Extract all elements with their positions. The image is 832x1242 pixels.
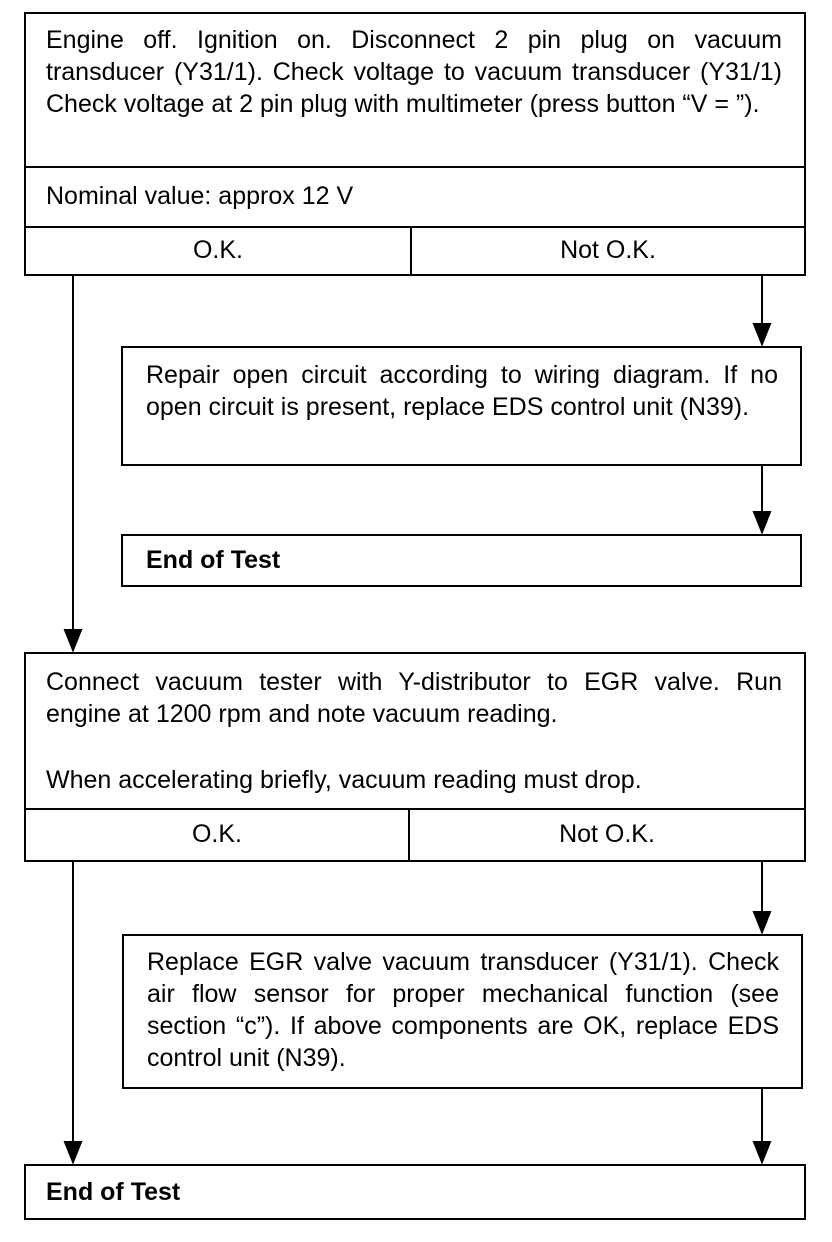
- end-of-test-label-2: End of Test: [46, 1178, 181, 1206]
- end-of-test-box-1: [121, 534, 802, 587]
- arrowhead-down: [63, 1141, 83, 1165]
- ok-label-1: O.K.: [192, 236, 243, 264]
- test-step-1-box: [24, 12, 806, 276]
- arrowhead-down: [752, 1141, 772, 1165]
- divider: [408, 808, 410, 862]
- nominal-value: Nominal value: approx 12 V: [46, 182, 354, 210]
- test-step-2-box: [24, 652, 806, 862]
- repair-box-2: [122, 934, 803, 1089]
- divider: [24, 166, 806, 168]
- repair-box-1: [121, 346, 802, 466]
- repair-instruction-2: Replace EGR valve vacuum transducer (Y31…: [147, 948, 779, 1072]
- divider: [24, 226, 806, 228]
- divider: [24, 808, 806, 810]
- ok-label-2: O.K.: [191, 820, 242, 848]
- end-of-test-label-1: End of Test: [146, 546, 281, 574]
- arrowhead-down: [63, 629, 83, 653]
- test-step-2-condition: When accelerating briefly, vacuum readin…: [46, 766, 642, 794]
- not-ok-label-1: Not O.K.: [560, 236, 656, 264]
- divider: [410, 226, 412, 276]
- arrowhead-down: [752, 511, 772, 535]
- not-ok-label-2: Not O.K.: [559, 820, 655, 848]
- arrowhead-down: [752, 911, 772, 935]
- test-step-2-instruction: Connect vacuum tester with Y-distributor…: [46, 668, 782, 728]
- test-step-1-instruction: Engine off. Ignition on. Disconnect 2 pi…: [46, 26, 782, 118]
- end-of-test-box-2: [24, 1164, 806, 1220]
- repair-instruction-1: Repair open circuit according to wiring …: [146, 361, 778, 421]
- arrowhead-down: [752, 323, 772, 347]
